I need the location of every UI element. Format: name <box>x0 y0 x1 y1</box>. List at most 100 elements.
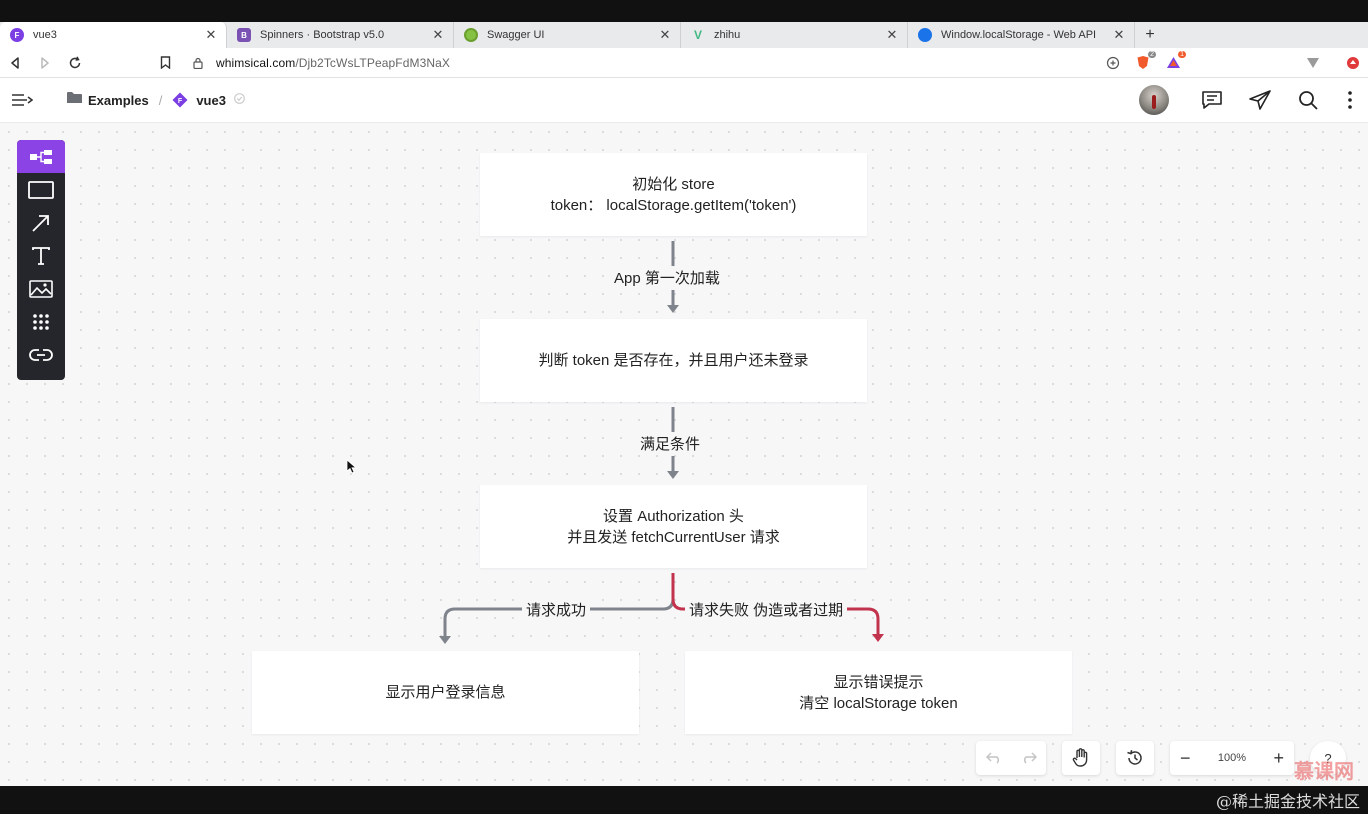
tab-title: zhihu <box>714 29 741 41</box>
vpn-icon[interactable] <box>1298 48 1328 78</box>
tab-spinners-bootstrap[interactable]: B Spinners · Bootstrap v5.0 ✕ <box>227 22 454 48</box>
edge-label-request-success[interactable]: 请求成功 <box>522 599 591 620</box>
bookmark-icon[interactable] <box>150 48 180 78</box>
image-tool-icon[interactable] <box>17 272 65 305</box>
close-tab-icon[interactable]: ✕ <box>1113 27 1125 42</box>
node-text-line: 设置 Authorization 头 <box>603 507 744 525</box>
close-tab-icon[interactable]: ✕ <box>659 27 671 42</box>
zoom-lens-icon[interactable] <box>1098 48 1128 78</box>
more-menu-icon[interactable] <box>1332 91 1368 109</box>
redo-icon[interactable] <box>1011 752 1046 764</box>
url-domain: whimsical.com <box>216 55 296 70</box>
rewards-badge: 1 <box>1178 50 1186 58</box>
flow-node-show-error[interactable]: 显示错误提示 清空 localStorage token <box>685 651 1072 734</box>
brave-shields-icon[interactable]: 2 <box>1128 48 1158 78</box>
flow-node-show-user-info[interactable]: 显示用户登录信息 <box>252 651 639 734</box>
insert-toolbar <box>17 140 65 380</box>
flowchart-tool-icon[interactable] <box>17 140 65 173</box>
vue-favicon-icon: V <box>693 28 702 42</box>
help-button[interactable]: ? <box>1310 741 1346 775</box>
whiteboard-canvas[interactable]: 初始化 store token： localStorage.getItem('t… <box>0 123 1368 786</box>
node-text-line: 显示错误提示 <box>833 673 924 691</box>
whimsical-header: Examples / F vue3 <box>0 78 1368 123</box>
share-send-icon[interactable] <box>1236 90 1284 110</box>
brave-rewards-icon[interactable]: 1 <box>1158 48 1188 78</box>
mdn-favicon-icon <box>918 28 932 42</box>
breadcrumb-separator: / <box>158 92 163 108</box>
zoom-controls: − 100% + <box>1170 741 1294 775</box>
arrow-tool-icon[interactable] <box>17 206 65 239</box>
flow-node-init-store[interactable]: 初始化 store token： localStorage.getItem('t… <box>480 153 867 236</box>
arrowhead-success <box>439 636 451 644</box>
comments-icon[interactable] <box>1188 90 1236 110</box>
link-tool-icon[interactable] <box>17 338 65 371</box>
reload-icon[interactable] <box>60 48 90 78</box>
zoom-level[interactable]: 100% <box>1217 752 1247 764</box>
url-text[interactable]: whimsical.com/Djb2TcWsLTPeapFdM3NaX <box>216 56 450 70</box>
zoom-in-button[interactable]: + <box>1273 747 1284 768</box>
flow-node-set-auth-header[interactable]: 设置 Authorization 头 并且发送 fetchCurrentUser… <box>480 485 867 568</box>
tab-vue3[interactable]: F vue3 ✕ <box>0 22 227 48</box>
tab-zhihu[interactable]: V zhihu ✕ <box>681 22 908 48</box>
node-text-line: 并且发送 fetchCurrentUser 请求 <box>567 528 780 546</box>
forward-icon[interactable] <box>30 48 60 78</box>
tab-title: Window.localStorage - Web API <box>941 29 1097 41</box>
os-top-bar <box>0 0 1368 22</box>
node-text-line: 显示用户登录信息 <box>385 684 506 701</box>
saved-check-icon <box>234 91 245 109</box>
shields-badge: 2 <box>1148 50 1156 58</box>
rectangle-tool-icon[interactable] <box>17 173 65 206</box>
edge-label-first-load[interactable]: App 第一次加载 <box>610 267 724 288</box>
whimsical-favicon-icon: F <box>10 28 24 42</box>
close-tab-icon[interactable]: ✕ <box>886 27 898 42</box>
bootstrap-favicon-icon: B <box>237 28 251 42</box>
juejin-watermark: @稀土掘金技术社区 <box>1215 792 1360 811</box>
help-label: ? <box>1324 750 1332 766</box>
svg-text:F: F <box>178 98 183 105</box>
tab-swagger-ui[interactable]: Swagger UI ✕ <box>454 22 681 48</box>
lock-icon <box>186 57 210 69</box>
node-text-line: 初始化 store <box>632 175 715 193</box>
arrowhead-1 <box>667 305 679 313</box>
text-tool-icon[interactable] <box>17 239 65 272</box>
close-tab-icon[interactable]: ✕ <box>205 27 217 42</box>
new-tab-button[interactable]: + <box>1145 26 1155 43</box>
flowchart-doc-icon: F <box>172 92 192 108</box>
avatar[interactable] <box>1139 85 1169 115</box>
folder-icon <box>66 91 88 109</box>
search-icon[interactable] <box>1284 90 1332 110</box>
close-tab-icon[interactable]: ✕ <box>432 27 444 42</box>
history-icon <box>1127 750 1142 765</box>
edge-label-condition-met[interactable]: 满足条件 <box>636 433 705 454</box>
history-button[interactable] <box>1116 741 1154 775</box>
swagger-favicon-icon <box>464 28 478 42</box>
undo-redo-group <box>976 741 1046 775</box>
tab-title: vue3 <box>33 29 57 41</box>
arrowhead-2 <box>667 471 679 479</box>
flow-node-check-token[interactable]: 判断 token 是否存在，并且用户还未登录 <box>480 319 867 402</box>
browser-tab-strip: F vue3 ✕ B Spinners · Bootstrap v5.0 ✕ S… <box>0 22 1368 48</box>
mouse-cursor-icon <box>346 459 358 474</box>
node-text-line: 清空 localStorage token <box>799 694 958 712</box>
url-path: /Djb2TcWsLTPeapFdM3NaX <box>295 55 451 70</box>
imooc-watermark: 慕课网 <box>1294 761 1354 783</box>
tab-title: Spinners · Bootstrap v5.0 <box>260 29 385 41</box>
hand-icon <box>1072 748 1088 767</box>
edge-label-request-failed[interactable]: 请求失败 伪造或者过期 <box>685 599 848 620</box>
breadcrumb-file[interactable]: vue3 <box>196 92 226 108</box>
tab-localstorage-mdn[interactable]: Window.localStorage - Web API ✕ <box>908 22 1135 48</box>
back-icon[interactable] <box>0 48 30 78</box>
breadcrumb-folder[interactable]: Examples <box>88 92 149 108</box>
node-text-line: 判断 token 是否存在，并且用户还未登录 <box>538 352 809 369</box>
undo-icon[interactable] <box>976 752 1011 764</box>
os-bottom-bar: @稀土掘金技术社区 <box>0 786 1368 814</box>
tab-title: Swagger UI <box>487 29 545 41</box>
sidebar-toggle-icon[interactable] <box>0 78 44 123</box>
grid-more-tools-icon[interactable] <box>17 305 65 338</box>
pan-hand-button[interactable] <box>1062 741 1100 775</box>
arrowhead-fail <box>872 634 884 642</box>
zoom-out-button[interactable]: − <box>1180 747 1191 768</box>
browser-address-bar: whimsical.com/Djb2TcWsLTPeapFdM3NaX 2 1 <box>0 48 1368 78</box>
node-text-line: token： localStorage.getItem('token') <box>550 196 797 214</box>
extension-icon[interactable] <box>1338 48 1368 78</box>
